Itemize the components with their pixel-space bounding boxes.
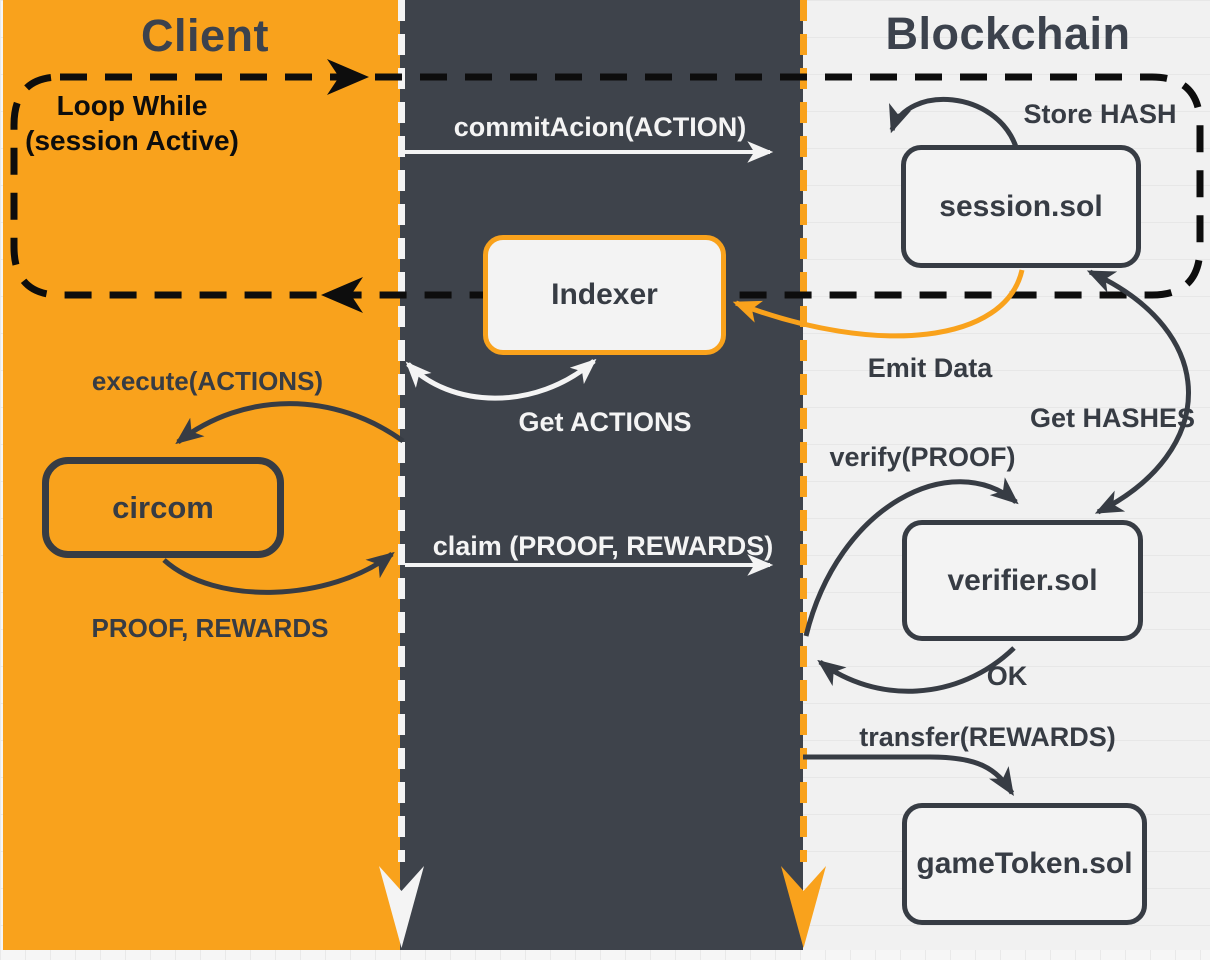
ok-label: OK <box>986 661 1028 691</box>
execute-actions-label: execute(ACTIONS) <box>91 366 324 396</box>
indexer-node-label: Indexer <box>551 278 658 311</box>
transfer-rewards-label: transfer(REWARDS) <box>859 722 1116 752</box>
circom-node-label: circom <box>112 489 214 525</box>
store-hash-arrow <box>889 96 1019 148</box>
proof-rewards-label: PROOF, REWARDS <box>91 613 329 643</box>
get-actions-arrow <box>405 358 597 401</box>
get-hashes-label: Get HASHES <box>1029 403 1196 433</box>
session-node: session.sol <box>901 145 1141 268</box>
middle-lane <box>400 0 803 950</box>
verify-proof-label: verify(PROOF) <box>829 442 1016 472</box>
execute-actions-arrow <box>175 401 405 445</box>
claim-label: claim (PROOF, REWARDS) <box>432 531 774 561</box>
proof-rewards-arrow <box>162 551 395 595</box>
blockchain-lifeline-arrow-icon <box>781 866 826 948</box>
client-lifeline-arrow-icon <box>379 866 424 948</box>
transfer-rewards-arrow <box>803 754 1015 796</box>
client-lane <box>3 0 400 950</box>
loop-return-arrow-icon <box>321 277 363 313</box>
loop-label: Loop While (session Active) <box>25 90 239 156</box>
blockchain-heading: Blockchain <box>885 8 1131 59</box>
get-hashes-arrow <box>1086 269 1191 515</box>
store-hash-label: Store HASH <box>1023 99 1177 129</box>
emit-data-arrow <box>732 269 1025 339</box>
commit-action-label: commitAcion(ACTION) <box>453 112 747 142</box>
emit-data-label: Emit Data <box>867 353 993 383</box>
game-token-node-label: gameToken.sol <box>916 847 1133 880</box>
session-node-label: session.sol <box>939 189 1103 223</box>
loop-boundary <box>10 73 1204 299</box>
verifier-node: verifier.sol <box>902 520 1143 641</box>
loop-forward-arrow-icon <box>327 59 369 95</box>
game-token-node: gameToken.sol <box>902 803 1147 925</box>
indexer-node: Indexer <box>483 235 726 355</box>
client-heading: Client <box>140 10 269 61</box>
verifier-node-label: verifier.sol <box>947 563 1098 597</box>
ok-arrow <box>817 646 1016 694</box>
get-actions-label: Get ACTIONS <box>518 407 692 437</box>
verify-proof-arrow <box>803 477 1019 637</box>
circom-node: circom <box>42 457 284 558</box>
